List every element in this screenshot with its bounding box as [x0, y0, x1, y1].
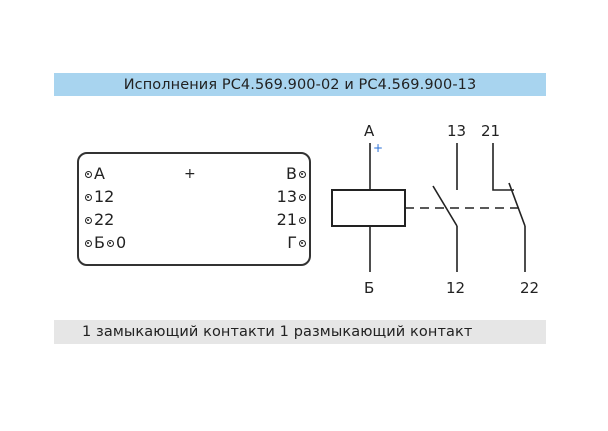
- terminal-dot-icon: [106, 239, 114, 247]
- panel-plus-mark: +: [184, 166, 196, 182]
- caption-banner: 1 замыкающий контакти 1 размыкающий конт…: [54, 320, 546, 344]
- terminal-13: 13: [277, 189, 308, 205]
- nc-contact-blade: [508, 182, 526, 227]
- no-contact-blade: [432, 185, 458, 227]
- terminal-g: Г: [287, 235, 308, 251]
- contact-label-21: 21: [481, 122, 501, 140]
- terminal-dot-icon: [299, 170, 306, 178]
- terminal-22: 22: [83, 212, 114, 228]
- terminal-dot-icon: [299, 216, 306, 224]
- title-text: Исполнения РС4.569.900-02 и РС4.569.900-…: [123, 76, 477, 93]
- contact-label-22: 22: [520, 279, 540, 297]
- terminal-b: B: [286, 166, 308, 182]
- terminal-dot-icon: [85, 239, 92, 247]
- coil-box: [331, 189, 406, 227]
- terminal-dot-icon: [85, 193, 92, 201]
- terminal-12: 12: [83, 189, 114, 205]
- terminal-dot-icon: [299, 193, 306, 201]
- terminal-b-0: Б 0: [83, 235, 126, 251]
- terminal-a: A: [83, 166, 105, 182]
- caption-text: 1 замыкающий контакти 1 размыкающий конт…: [82, 324, 473, 340]
- coil-label-b: Б: [364, 279, 375, 297]
- terminal-dot-icon: [299, 239, 306, 247]
- contact-label-13: 13: [447, 122, 467, 140]
- contact-label-12: 12: [446, 279, 466, 297]
- coil-plus-mark: +: [373, 141, 384, 155]
- terminal-dot-icon: [85, 216, 92, 224]
- terminal-panel: [77, 152, 311, 266]
- terminal-dot-icon: [85, 170, 92, 178]
- nc-contact-fixed: [492, 143, 514, 191]
- title-banner: Исполнения РС4.569.900-02 и РС4.569.900-…: [54, 73, 546, 96]
- terminal-21: 21: [277, 212, 308, 228]
- coil-label-a: A: [364, 122, 375, 140]
